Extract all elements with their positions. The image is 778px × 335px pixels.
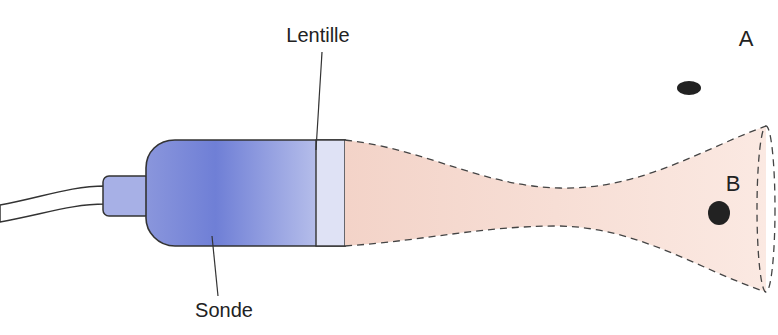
point-label: A [739, 27, 754, 51]
leader-line [316, 52, 322, 150]
target-a [677, 81, 701, 95]
beam-edge [345, 226, 766, 292]
part-name: Sonde [195, 299, 253, 321]
cable [0, 186, 105, 222]
leader-line [212, 236, 218, 296]
part-name: Lentille [286, 24, 349, 46]
probe-body [146, 140, 345, 246]
lens [316, 140, 345, 246]
point-label: B [726, 172, 741, 196]
beam-edge [345, 126, 766, 188]
ultrasound-beam [345, 126, 766, 292]
beam-end [757, 126, 775, 292]
target-b [708, 201, 730, 225]
probe-connector [103, 176, 151, 216]
